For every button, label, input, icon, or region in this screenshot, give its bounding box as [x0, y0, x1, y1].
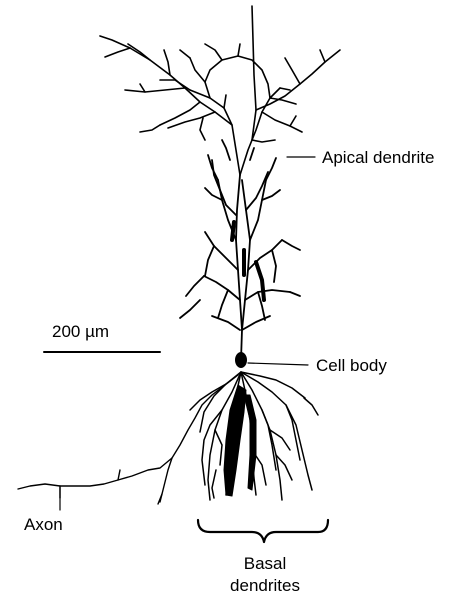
basal-dendrites-label: Basal dendrites	[200, 553, 330, 597]
cell-body-label: Cell body	[316, 356, 387, 376]
basal-label-line2: dendrites	[200, 575, 330, 597]
apical-dendrite-label: Apical dendrite	[322, 148, 434, 168]
basal-label-line1: Basal	[200, 553, 330, 575]
apical-tuft	[100, 6, 340, 175]
scale-bar-label: 200 µm	[52, 322, 109, 342]
basal-dense-mass	[224, 385, 256, 496]
basal-brace	[198, 520, 328, 542]
cell-body	[235, 352, 247, 368]
axon-label: Axon	[24, 515, 63, 535]
